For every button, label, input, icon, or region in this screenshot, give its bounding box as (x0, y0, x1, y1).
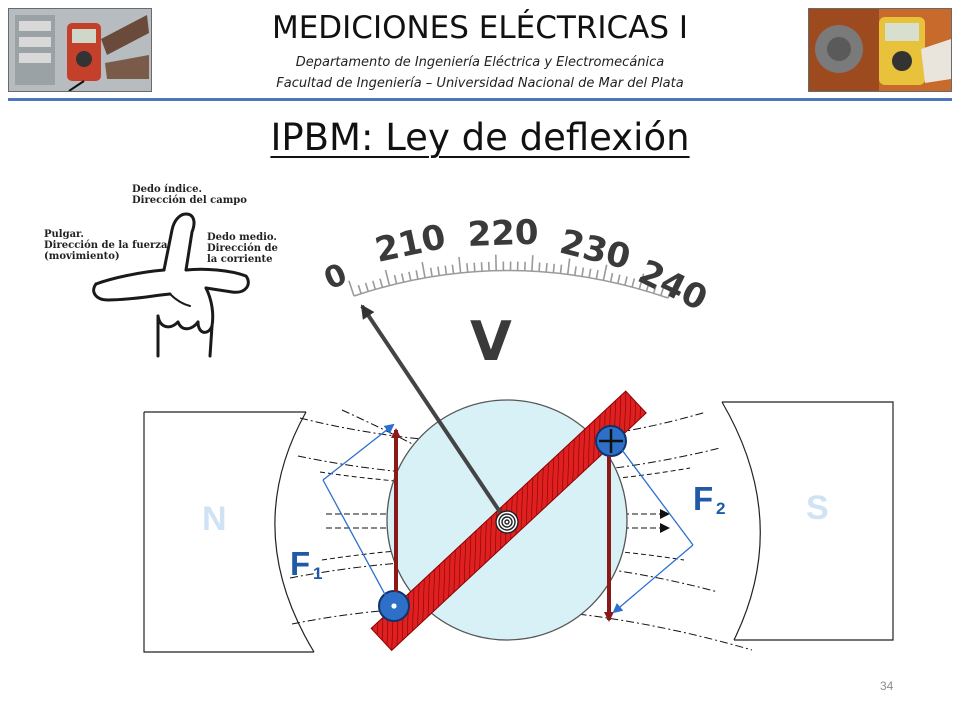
scale-tick (451, 264, 455, 274)
scale-tick (631, 278, 636, 288)
coil-side-right (595, 425, 627, 457)
scale-tick (552, 263, 555, 273)
scale-tick (609, 272, 614, 283)
scale-tick (444, 265, 448, 275)
scale-unit: V (470, 310, 512, 373)
scale-tick (357, 284, 362, 294)
thumb-note: Pulgar. Dirección de la fuerza (movimien… (44, 229, 168, 262)
scale-tick (545, 263, 548, 273)
force-label-1-subscript: 1 (313, 564, 322, 583)
scale-tick (415, 270, 419, 280)
index-finger-note: Dedo índice. Dirección del campo (132, 184, 247, 206)
scale-tick (566, 258, 571, 275)
scale-tick (617, 274, 621, 284)
force-label-1: F (290, 545, 310, 582)
scale-tick (624, 276, 628, 286)
pivot-spring (495, 510, 519, 534)
scale-tick (660, 286, 665, 296)
scale-tick (437, 266, 440, 276)
scale-tick (408, 271, 412, 281)
scale-tick (393, 274, 398, 284)
force-label-2: F (693, 480, 713, 517)
scale-tick (348, 280, 355, 297)
tangential-vector-2 (612, 449, 694, 614)
faculty-subtitle: Facultad de Ingeniería – Universidad Nac… (276, 76, 684, 91)
pointer-needle (360, 304, 502, 514)
meter-scale (348, 254, 672, 299)
page-number: 34 (880, 679, 894, 693)
scale-tick (466, 263, 469, 273)
south-pole-piece (721, 401, 894, 641)
scale-tick (574, 266, 577, 276)
scale-tick (652, 284, 658, 294)
left-hand-sketch (92, 212, 250, 358)
middle-finger-note: Dedo medio. Dirección de la corriente (207, 232, 278, 265)
scale-tick (531, 255, 534, 272)
force-label-2-subscript: 2 (716, 499, 725, 518)
scale-tick (480, 262, 483, 272)
pole-label-south: S (806, 489, 829, 527)
scale-label-240: 240 (632, 252, 713, 319)
scale-tick (538, 262, 541, 272)
scale-tick (638, 273, 645, 290)
scale-tick (400, 273, 405, 283)
scale-label-210: 210 (372, 217, 450, 271)
course-title: MEDICIONES ELÉCTRICAS I (271, 10, 689, 46)
scale-tick (645, 282, 650, 292)
scale-label-0: 0 (319, 257, 352, 297)
scale-tick (602, 264, 608, 281)
pole-label-north: N (202, 500, 227, 538)
scale-label-220: 220 (467, 213, 539, 255)
scale-tick (458, 256, 462, 273)
north-pole-piece (143, 411, 315, 653)
scale-tick (421, 261, 426, 278)
scale-tick (429, 267, 433, 277)
scale-tick (473, 262, 476, 272)
scale-tick (667, 289, 672, 299)
coil-side-left (378, 590, 410, 622)
scale-tick (372, 280, 377, 290)
scale-tick (559, 264, 563, 274)
scale-tick (595, 269, 599, 280)
scale-tick (379, 278, 384, 288)
scale-tick (588, 268, 592, 278)
header-divider (8, 98, 952, 101)
scale-tick (581, 267, 585, 277)
multimeter-photo-right (808, 8, 952, 92)
slide-title: IPBM: Ley de deflexión (270, 116, 690, 159)
scale-tick (364, 282, 369, 292)
multimeter-photo-left (8, 8, 152, 92)
department-subtitle: Departamento de Ingeniería Eléctrica y E… (295, 55, 665, 70)
tangential-vector-1 (322, 423, 395, 601)
scale-tick (384, 269, 391, 286)
